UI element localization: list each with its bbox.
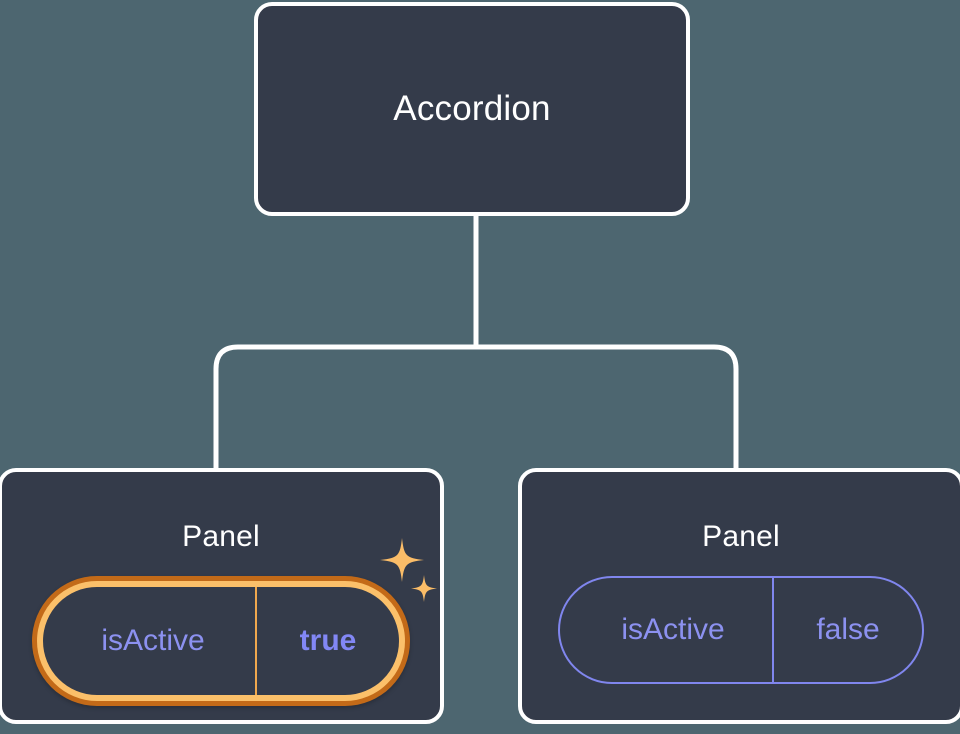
node-panel-inactive[interactable]: Panel isActive false (518, 468, 960, 724)
node-title: Panel (182, 520, 260, 553)
prop-key: isActive (621, 613, 725, 646)
node-title: Accordion (393, 89, 551, 128)
prop-value: true (255, 587, 399, 695)
sparkle-icon (411, 575, 437, 602)
prop-pill-body: isActive true (43, 587, 399, 695)
prop-key: isActive (101, 624, 205, 657)
prop-pill-ring: isActive true (37, 581, 405, 701)
prop-pill-wrapper: isActive false (558, 576, 924, 684)
prop-value: false (772, 578, 922, 682)
node-title: Panel (702, 520, 780, 553)
node-panel-active[interactable]: Panel isActive true (0, 468, 444, 724)
node-accordion[interactable]: Accordion (254, 2, 690, 216)
prop-pill-wrapper: isActive true (32, 538, 437, 706)
prop-pill-highlighted[interactable]: isActive true (32, 576, 410, 706)
connector-branch-bus (213, 344, 739, 470)
sparkle-icon (380, 538, 424, 582)
prop-pill[interactable]: isActive false (558, 576, 924, 684)
